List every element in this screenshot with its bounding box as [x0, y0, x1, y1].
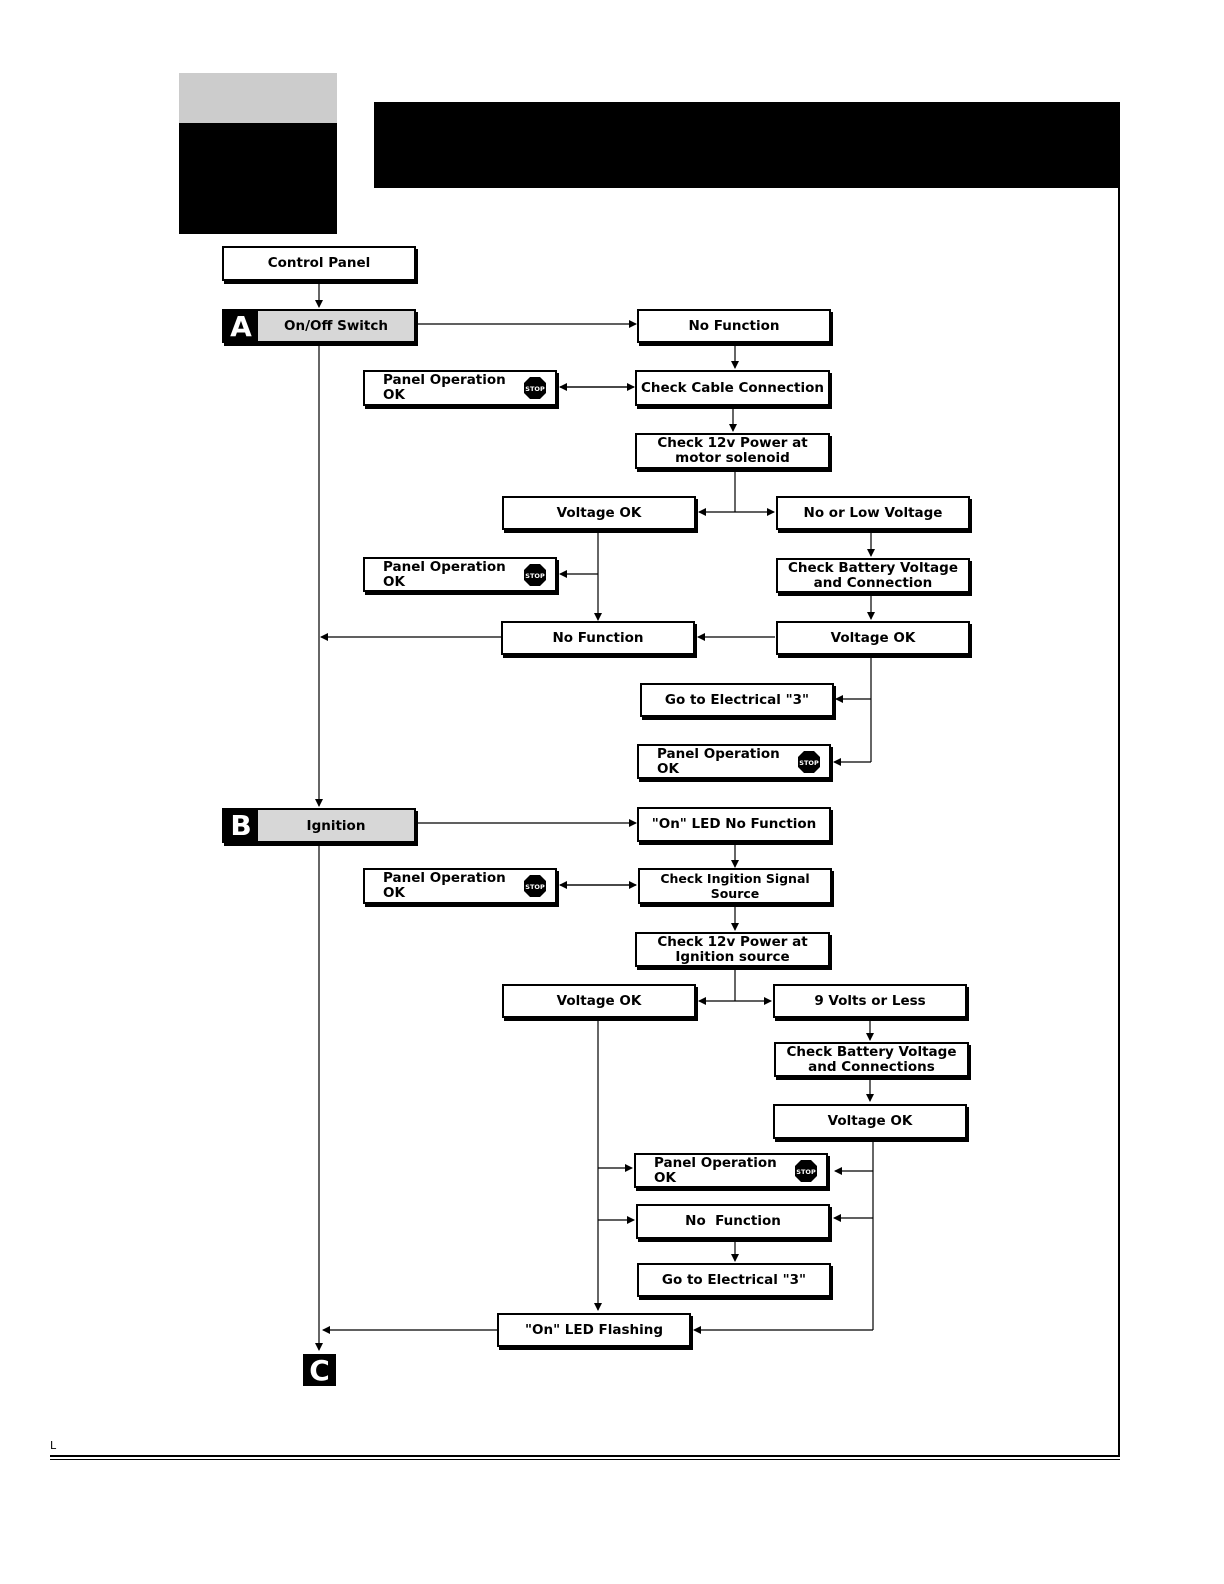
- header-gray-tab: [179, 73, 337, 123]
- b-check-12v-label: Check 12v Power at Ignition source: [657, 933, 808, 965]
- a-no-function-box: No Function: [637, 309, 831, 343]
- a-panel-ok-box-1: Panel Operation OK STOP: [363, 370, 557, 406]
- a-voltage-ok-box-2: Voltage OK: [776, 621, 970, 655]
- b-panel-ok-label-1: Panel Operation OK: [383, 870, 506, 901]
- footer-rule: [50, 1455, 1120, 1457]
- a-check-cable-box: Check Cable Connection: [635, 370, 830, 406]
- step-a-label: On/Off Switch: [283, 318, 389, 334]
- b-on-led-flashing-label: "On" LED Flashing: [524, 1321, 664, 1338]
- step-b-label: Ignition: [306, 817, 366, 834]
- control-panel-box: Control Panel: [222, 246, 416, 281]
- b-check-battery-box: Check Battery Voltage and Connections: [774, 1042, 969, 1077]
- control-panel-label: Control Panel: [267, 255, 371, 271]
- svg-text:STOP: STOP: [796, 1168, 816, 1176]
- stop-sign-icon: STOP: [524, 563, 546, 586]
- a-no-function-label: No Function: [688, 317, 780, 334]
- svg-text:STOP: STOP: [799, 759, 819, 767]
- a-no-function-box-2: No Function: [501, 621, 695, 655]
- header-title-bar: [374, 102, 1120, 188]
- a-no-low-voltage-label: No or Low Voltage: [803, 504, 943, 521]
- step-b-ignition: B Ignition: [222, 808, 416, 843]
- b-go-electrical-box: Go to Electrical "3": [637, 1263, 831, 1297]
- footer-rule-thin: [50, 1459, 1120, 1460]
- a-voltage-ok-label-2: Voltage OK: [830, 629, 916, 646]
- b-on-led-no-function-label: "On" LED No Function: [651, 816, 817, 832]
- b-nine-volts-box: 9 Volts or Less: [773, 984, 967, 1018]
- a-no-function-label-2: No Function: [552, 629, 644, 646]
- a-go-electrical-box: Go to Electrical "3": [640, 683, 834, 717]
- stop-sign-icon: STOP: [524, 875, 546, 897]
- a-check-12v-label: Check 12v Power at motor solenoid: [657, 435, 808, 466]
- b-panel-ok-box-1: Panel Operation OK STOP: [363, 868, 557, 904]
- step-a-on-off-switch: A On/Off Switch: [222, 309, 416, 343]
- a-go-electrical-label: Go to Electrical "3": [664, 691, 810, 708]
- b-on-led-no-function-box: "On" LED No Function: [637, 807, 831, 842]
- stop-sign-icon: STOP: [795, 1159, 817, 1182]
- a-panel-ok-box-3: Panel Operation OK STOP: [637, 744, 831, 779]
- b-check-12v-box: Check 12v Power at Ignition source: [635, 932, 830, 967]
- b-no-function-label: No Function: [685, 1213, 781, 1229]
- b-voltage-ok-box: Voltage OK: [502, 984, 696, 1018]
- svg-text:STOP: STOP: [525, 883, 545, 891]
- a-voltage-ok-label: Voltage OK: [556, 504, 642, 521]
- b-nine-volts-label: 9 Volts or Less: [814, 992, 926, 1009]
- step-b-letter: B: [224, 809, 258, 842]
- step-c-badge: C: [303, 1354, 336, 1387]
- b-no-function-box: No Function: [636, 1204, 830, 1239]
- b-go-electrical-label: Go to Electrical "3": [661, 1271, 807, 1288]
- b-panel-ok-box-2: Panel Operation OK STOP: [634, 1153, 828, 1188]
- b-voltage-ok-box-2: Voltage OK: [773, 1104, 967, 1139]
- a-no-low-voltage-box: No or Low Voltage: [776, 496, 970, 530]
- a-check-12v-box: Check 12v Power at motor solenoid: [635, 433, 830, 469]
- b-check-battery-label: Check Battery Voltage and Connections: [786, 1043, 957, 1075]
- stop-sign-icon: STOP: [798, 750, 820, 773]
- a-panel-ok-box-2: Panel Operation OK STOP: [363, 557, 557, 592]
- step-a-letter: A: [224, 310, 258, 343]
- page-right-rule: [1118, 102, 1120, 1457]
- b-check-ignition-label: Check Ingition Signal Source: [660, 871, 810, 901]
- a-check-battery-label: Check Battery Voltage and Connection: [788, 559, 958, 591]
- header-black-tab: [179, 123, 337, 234]
- svg-text:STOP: STOP: [525, 385, 545, 393]
- svg-text:STOP: STOP: [525, 572, 545, 580]
- b-check-ignition-box: Check Ingition Signal Source: [638, 868, 832, 904]
- a-panel-ok-label-1: Panel Operation OK: [383, 372, 506, 403]
- a-check-cable-label: Check Cable Connection: [640, 379, 825, 396]
- a-voltage-ok-box: Voltage OK: [502, 496, 696, 530]
- a-check-battery-box: Check Battery Voltage and Connection: [776, 558, 970, 593]
- a-panel-ok-label-3: Panel Operation OK: [657, 745, 780, 777]
- b-voltage-ok-label: Voltage OK: [556, 992, 642, 1009]
- stop-sign-icon: STOP: [524, 377, 546, 399]
- b-voltage-ok-label-2: Voltage OK: [827, 1113, 913, 1129]
- a-panel-ok-label-2: Panel Operation OK: [383, 558, 506, 590]
- b-panel-ok-label-2: Panel Operation OK: [654, 1154, 777, 1186]
- footer-mark: L: [50, 1439, 57, 1452]
- b-on-led-flashing-box: "On" LED Flashing: [497, 1313, 691, 1347]
